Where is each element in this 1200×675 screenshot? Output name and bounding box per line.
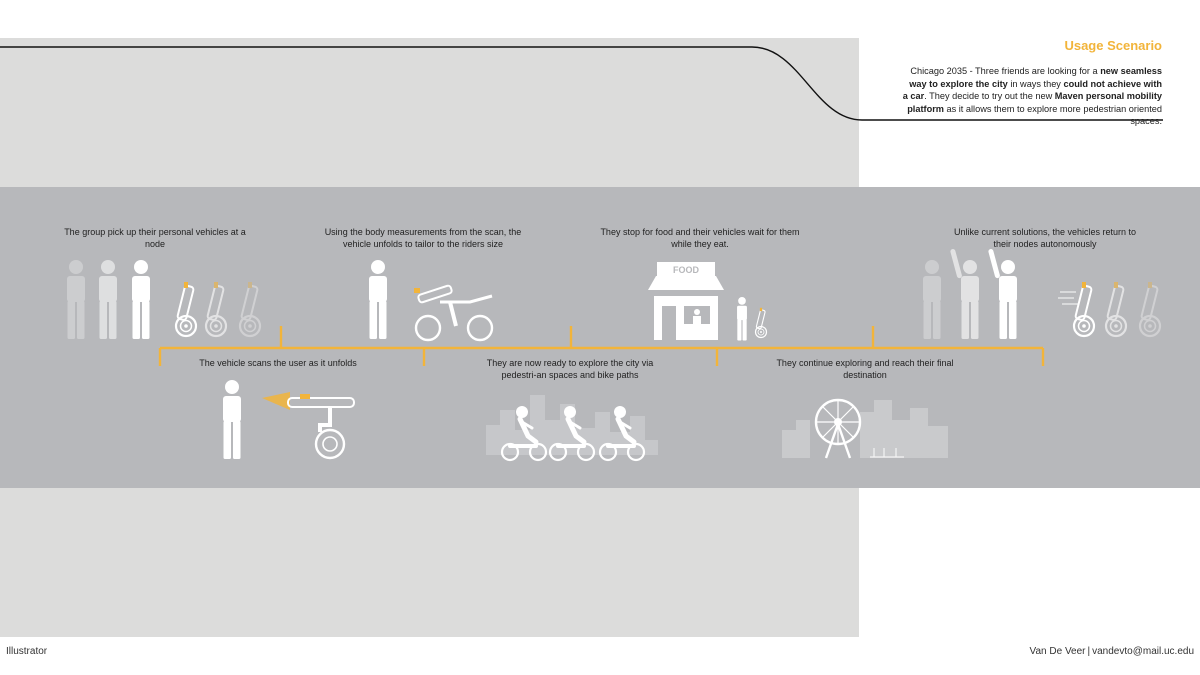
intro-segment: new seamless way to explore the city: [909, 66, 1162, 89]
riding-scene: [486, 395, 658, 460]
header-curve: [0, 46, 1163, 121]
timeline-axis: [158, 326, 1045, 366]
intro-segment: Chicago 2035 - Three friends are looking…: [910, 66, 1101, 76]
docked-vehicle-icon: [240, 282, 260, 336]
intro-segment: Maven personal mobility platform: [907, 91, 1162, 114]
page-title: Usage Scenario: [1064, 38, 1162, 53]
footer-author: Van De Veer: [1029, 646, 1086, 657]
returning-vehicle-icon: [1106, 282, 1126, 336]
destination-scene: [782, 398, 948, 459]
caption-destination: They continue exploring and reach their …: [776, 358, 954, 380]
return-scene: [923, 248, 1160, 339]
unfold-scene: [369, 260, 494, 342]
caption-scan: The vehicle scans the user as it unfolds: [199, 358, 357, 368]
ferris-wheel-icon: [814, 398, 862, 459]
footer-credit: Van De Veer|vandevto@mail.uc.edu: [1029, 646, 1194, 657]
caption-return: Unlike current solutions, the vehicles r…: [953, 227, 1137, 249]
food-stall-icon: [648, 262, 724, 340]
caption-unfold: Using the body measurements from the sca…: [324, 227, 522, 249]
caption-food: They stop for food and their vehicles wa…: [600, 227, 800, 249]
footer-email: vandevto@mail.uc.edu: [1092, 646, 1194, 657]
docked-vehicle-icon: [176, 282, 196, 336]
returning-vehicle-icon: [1074, 282, 1094, 336]
intro-segment: as it allows them to explore more pedest…: [943, 103, 1162, 127]
intro-paragraph: Chicago 2035 - Three friends are looking…: [902, 65, 1162, 128]
intro-segment: . They decide to try out the new: [924, 91, 1055, 102]
caption-ride: They are now ready to explore the city v…: [486, 358, 654, 380]
docked-vehicle-icon: [206, 282, 226, 336]
pickup-scene: [67, 260, 260, 339]
returning-vehicle-icon: [1140, 282, 1160, 336]
intro-segment: could not achieve with a car: [902, 78, 1162, 102]
footer-tool: Illustrator: [6, 646, 48, 657]
caption-pickup: The group pick up their personal vehicle…: [64, 227, 246, 249]
food-sign: FOOD: [673, 265, 699, 275]
intro-segment: in ways they: [1007, 78, 1064, 89]
food-stall-scene: FOOD: [648, 262, 767, 341]
scan-scene: [223, 380, 355, 460]
parked-vehicle-icon: [756, 308, 767, 338]
scanning-vehicle-icon: [287, 394, 355, 460]
unfolded-vehicle-icon: [414, 284, 494, 342]
